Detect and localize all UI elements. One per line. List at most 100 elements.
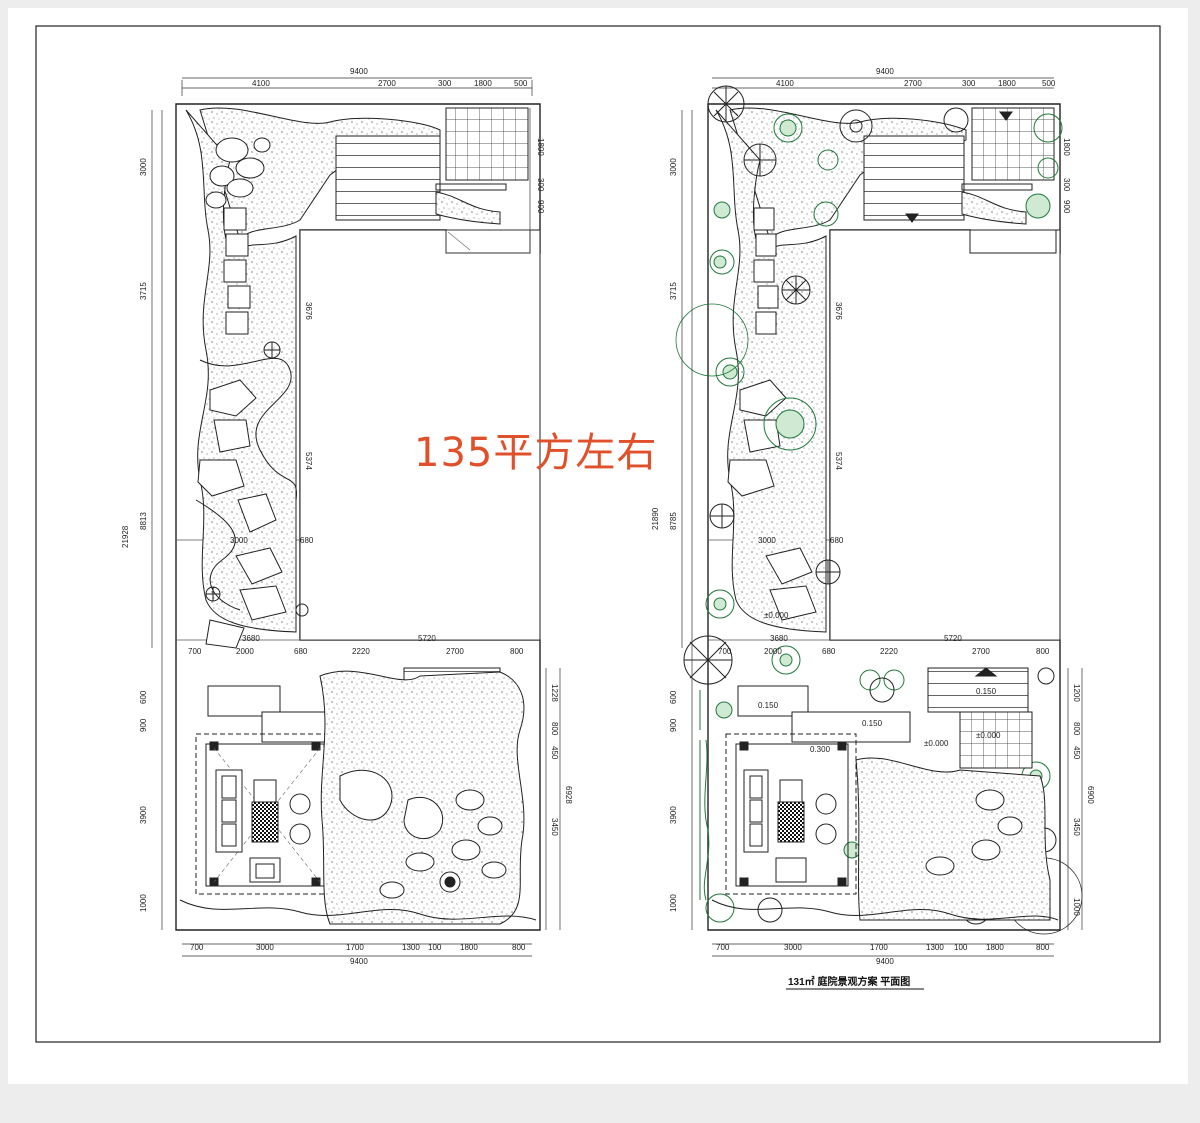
left-inner-b: 5374 bbox=[304, 452, 313, 470]
left-right-d2: 300 bbox=[536, 178, 545, 192]
left-top-d2: 2700 bbox=[378, 79, 396, 88]
right-right-d5: 800 bbox=[1072, 722, 1081, 736]
left-top-d3: 300 bbox=[438, 79, 452, 88]
right-right-d2: 300 bbox=[1062, 178, 1071, 192]
level-6: ±0.000 bbox=[924, 739, 949, 748]
right-bottom-d4: 1300 bbox=[926, 943, 944, 952]
left-inner-d: 680 bbox=[300, 536, 314, 545]
right-bottom-d1: 700 bbox=[716, 943, 730, 952]
left-inner-l: 800 bbox=[510, 647, 524, 656]
left-left-d6: 1000 bbox=[139, 894, 148, 912]
left-left-d5: 3900 bbox=[139, 806, 148, 824]
left-inner-h: 2000 bbox=[236, 647, 254, 656]
left-inner-k: 2700 bbox=[446, 647, 464, 656]
right-left-d2: 3715 bbox=[669, 282, 678, 300]
left-inner-f: 5720 bbox=[418, 634, 436, 643]
right-top-d4: 1800 bbox=[998, 79, 1016, 88]
left-right-d1: 1800 bbox=[536, 138, 545, 156]
right-bottom-d7: 800 bbox=[1036, 943, 1050, 952]
left-top-d4: 1800 bbox=[474, 79, 492, 88]
level-2: 0.150 bbox=[758, 701, 779, 710]
left-top-total: 9400 bbox=[350, 67, 368, 76]
right-top-d5: 500 bbox=[1042, 79, 1056, 88]
right-bottom-d3: 1700 bbox=[870, 943, 888, 952]
right-left-d1: 3000 bbox=[669, 158, 678, 176]
right-right-d1: 1800 bbox=[1062, 138, 1071, 156]
right-left-d4: 900 bbox=[669, 718, 678, 732]
right-right-d4: 1200 bbox=[1072, 684, 1081, 702]
right-top-total: 9400 bbox=[876, 67, 894, 76]
left-bottom-d1: 700 bbox=[190, 943, 204, 952]
level-7: ±0.000 bbox=[976, 731, 1001, 740]
left-bottom-d5: 100 bbox=[428, 943, 442, 952]
left-bottom-d7: 800 bbox=[512, 943, 526, 952]
right-inner-d: 680 bbox=[830, 536, 844, 545]
left-bottom-d2: 3000 bbox=[256, 943, 274, 952]
area-label: 135平方左右 bbox=[414, 430, 658, 476]
left-right-d3: 900 bbox=[536, 200, 545, 214]
right-inner-h: 2000 bbox=[764, 647, 782, 656]
right-inner-e: 3680 bbox=[770, 634, 788, 643]
left-inner-a: 3676 bbox=[304, 302, 313, 320]
right-inner-b: 5374 bbox=[834, 452, 843, 470]
level-3: 0.150 bbox=[862, 719, 883, 728]
left-right-d5: 800 bbox=[550, 722, 559, 736]
left-bottom-d4: 1300 bbox=[402, 943, 420, 952]
right-inner-g: 700 bbox=[718, 647, 732, 656]
right-right-d7: 3450 bbox=[1072, 818, 1081, 836]
right-left-upper: 8785 bbox=[669, 512, 678, 530]
right-plan-labels: 9400 4100 2700 300 1800 500 21890 8785 3… bbox=[651, 67, 1095, 966]
left-inner-i: 680 bbox=[294, 647, 308, 656]
right-top-d1: 4100 bbox=[776, 79, 794, 88]
left-right-d4: 1228 bbox=[550, 684, 559, 702]
left-inner-g: 700 bbox=[188, 647, 202, 656]
left-plan-labels: 9400 4100 2700 300 1800 500 21928 8813 3… bbox=[121, 67, 573, 966]
left-right-d8: 6928 bbox=[564, 786, 573, 804]
left-left-upper: 8813 bbox=[139, 512, 148, 530]
left-left-d4: 900 bbox=[139, 718, 148, 732]
right-right-d8: 6900 bbox=[1086, 786, 1095, 804]
right-bottom-d2: 3000 bbox=[784, 943, 802, 952]
left-inner-e: 3680 bbox=[242, 634, 260, 643]
right-top-d2: 2700 bbox=[904, 79, 922, 88]
right-left-d5: 3900 bbox=[669, 806, 678, 824]
left-bottom-d6: 1800 bbox=[460, 943, 478, 952]
level-4: 0.300 bbox=[810, 745, 831, 754]
left-bottom-d3: 1700 bbox=[346, 943, 364, 952]
right-inner-i: 680 bbox=[822, 647, 836, 656]
left-right-d6: 450 bbox=[550, 746, 559, 760]
right-right-d6: 450 bbox=[1072, 746, 1081, 760]
right-inner-f: 5720 bbox=[944, 634, 962, 643]
left-inner-j: 2220 bbox=[352, 647, 370, 656]
left-bottom-total: 9400 bbox=[350, 957, 368, 966]
right-left-total: 21890 bbox=[651, 507, 660, 530]
left-top-d1: 4100 bbox=[252, 79, 270, 88]
right-bottom-d6: 1800 bbox=[986, 943, 1004, 952]
drawing-frame bbox=[35, 25, 1161, 1043]
right-inner-a: 3676 bbox=[834, 302, 843, 320]
left-left-d1: 3000 bbox=[139, 158, 148, 176]
right-left-d3: 600 bbox=[669, 690, 678, 704]
left-right-d7: 3450 bbox=[550, 818, 559, 836]
left-left-d3: 600 bbox=[139, 690, 148, 704]
right-plan bbox=[675, 77, 1083, 957]
right-bottom-d5: 100 bbox=[954, 943, 968, 952]
right-left-d6: 1000 bbox=[669, 894, 678, 912]
left-plan bbox=[151, 77, 561, 957]
right-right-d9: 1000 bbox=[1072, 898, 1081, 916]
right-inner-l: 800 bbox=[1036, 647, 1050, 656]
level-5: 0.150 bbox=[976, 687, 997, 696]
left-inner-c: 3000 bbox=[230, 536, 248, 545]
right-bottom-total: 9400 bbox=[876, 957, 894, 966]
right-inner-j: 2220 bbox=[880, 647, 898, 656]
level-1: ±0.000 bbox=[764, 611, 789, 620]
right-inner-k: 2700 bbox=[972, 647, 990, 656]
left-left-d2: 3715 bbox=[139, 282, 148, 300]
plan-caption: 131㎡ 庭院景观方案 平面图 bbox=[788, 975, 910, 988]
left-top-d5: 500 bbox=[514, 79, 528, 88]
right-right-d3: 900 bbox=[1062, 200, 1071, 214]
right-top-d3: 300 bbox=[962, 79, 976, 88]
left-left-total: 21928 bbox=[121, 525, 130, 548]
right-inner-c: 3000 bbox=[758, 536, 776, 545]
